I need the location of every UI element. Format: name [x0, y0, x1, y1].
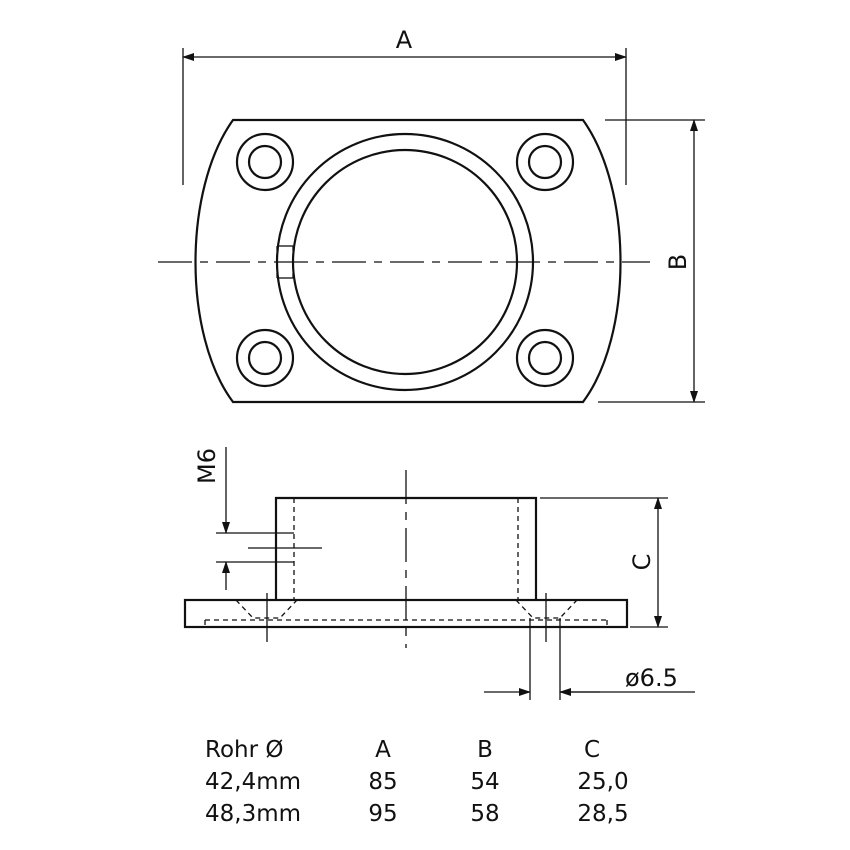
dim-b-label: B	[664, 254, 692, 270]
dimension-m6: M6	[193, 447, 322, 590]
table-cell: 85	[368, 769, 397, 795]
bolt-hole-bottom-right	[515, 328, 575, 388]
table-header-a: A	[375, 737, 391, 763]
table-cell: 95	[368, 801, 397, 827]
table-header-pipe: Rohr Ø	[205, 737, 283, 763]
thread-label: M6	[193, 448, 221, 484]
table-cell: 25,0	[577, 769, 628, 795]
flange-outline	[194, 118, 622, 404]
tapped-hole-hidden	[276, 245, 294, 279]
top-view: A B	[158, 26, 705, 404]
dimension-c: C	[540, 497, 668, 628]
dimension-hole-diameter: ø6.5	[484, 618, 695, 700]
dim-a-label: A	[396, 26, 413, 54]
bolt-hole-bottom-left	[235, 328, 295, 388]
table-cell: 42,4mm	[205, 769, 301, 795]
dim-c-label: C	[628, 554, 656, 571]
side-view: M6 C ø6.5	[183, 447, 695, 700]
table-header-c: C	[584, 737, 600, 763]
dimension-table: Rohr Ø A B C 42,4mm 85 54 25,0 48,3mm 95…	[205, 737, 629, 827]
table-cell: 58	[470, 801, 499, 827]
dimension-b: B	[598, 119, 705, 403]
bolt-hole-top-left	[235, 132, 295, 192]
table-cell: 28,5	[577, 801, 628, 827]
table-cell: 48,3mm	[205, 801, 301, 827]
hole-dia-label: ø6.5	[625, 664, 678, 692]
bolt-hole-top-right	[515, 132, 575, 192]
table-header-b: B	[477, 737, 493, 763]
dimension-a: A	[182, 26, 627, 185]
table-cell: 54	[470, 769, 499, 795]
